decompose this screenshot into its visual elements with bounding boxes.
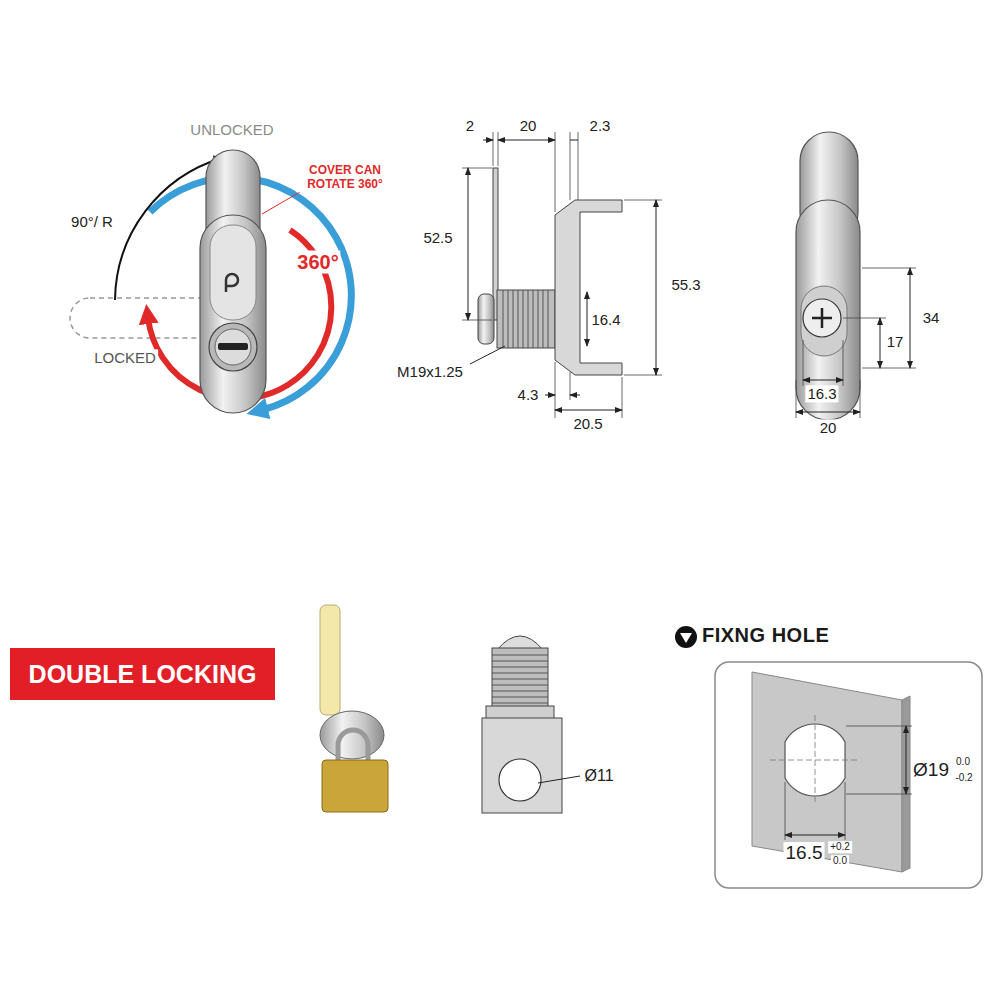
tolerance-value: +0.2 (828, 841, 852, 853)
node-heading: FIXNG HOLE (702, 624, 829, 647)
extension-lines (624, 200, 662, 375)
dimension-line (803, 380, 843, 381)
dimension-line (570, 395, 580, 396)
extension-lines (843, 268, 916, 368)
thread-label: M19x1.25 (395, 363, 465, 380)
extension-lines (462, 168, 492, 320)
lock-cover (200, 215, 266, 413)
dimension-value: 16.3 (805, 385, 838, 402)
title-band: DOUBLE LOCKING (10, 648, 275, 700)
dimension-value: 55.3 (669, 276, 702, 293)
dimension-value: 4.3 (516, 386, 541, 403)
keyway (218, 343, 248, 350)
dimension-value: 2.3 (588, 117, 613, 134)
leader-line (470, 346, 505, 364)
extension-lines (796, 340, 860, 418)
dimension-value: Ø11 (582, 767, 615, 785)
dimension-line (483, 140, 493, 141)
cover-recess (801, 286, 847, 356)
angle-label: 90°/ R (69, 213, 115, 230)
dimension-value: 2 (464, 117, 476, 134)
cam-strip (320, 605, 340, 715)
dimension-line (587, 292, 588, 346)
node-heading: DOUBLE LOCKING (29, 660, 257, 689)
cylinder-face (215, 329, 251, 365)
dimension-line (910, 268, 911, 368)
padlock-hole (499, 759, 541, 801)
dimension-value: 34 (921, 309, 942, 326)
lock-cover (796, 200, 860, 420)
tolerance-value: 0.0 (831, 855, 849, 867)
thread-lines (503, 290, 548, 348)
extension-lines (785, 726, 912, 840)
panel-border (715, 662, 982, 888)
dimension-line (545, 395, 555, 396)
dimension-line (555, 410, 622, 411)
dimension-line (468, 168, 469, 320)
dimension-value: 52.5 (421, 229, 454, 246)
dimension-value: 20 (518, 117, 539, 134)
dimension-value: 20.5 (571, 415, 604, 432)
angle-label: 360° (295, 251, 340, 274)
threaded-body (497, 290, 555, 348)
dimension-line (785, 835, 845, 836)
screw-head (803, 299, 841, 337)
padlock-block (482, 718, 562, 813)
dimension-value: 20 (818, 419, 839, 436)
heading-icon-triangle (680, 633, 692, 643)
dimension-line (498, 140, 555, 141)
lock-head (320, 711, 384, 759)
extension-lines (555, 362, 622, 418)
threaded-body (492, 648, 548, 710)
view-label: UNLOCKED (188, 121, 275, 138)
heading-icon (675, 626, 697, 648)
cover-profile (555, 200, 622, 375)
thread-lines (492, 655, 548, 703)
dimension-value: Ø19 (911, 759, 951, 781)
dimension-line (570, 140, 578, 141)
tolerance-value: 0.0 (954, 756, 972, 768)
extension-lines (493, 132, 578, 212)
plate-edge (902, 696, 910, 872)
leader-line (262, 192, 300, 214)
callout-note: COVER CAN ROTATE 360° (296, 164, 394, 192)
dimension-value: 16.4 (589, 311, 622, 328)
dimension-line (880, 318, 881, 368)
cylinder-head (478, 294, 494, 344)
padlock-body (322, 760, 388, 812)
dimension-line (796, 412, 860, 413)
leader-line (538, 776, 580, 783)
center-lines (770, 715, 860, 805)
tolerance-value: -0.2 (953, 772, 974, 784)
dimension-value: 16.5 (784, 842, 825, 864)
panel-plate (752, 672, 902, 872)
dimension-line (906, 726, 907, 794)
padlock-icon (226, 274, 238, 292)
key-cylinder (209, 323, 257, 371)
cover-recess (210, 225, 256, 320)
dimension-line (656, 200, 657, 375)
screw-cross (812, 308, 832, 328)
dimension-value: 17 (885, 333, 906, 350)
view-label: LOCKED (92, 349, 158, 366)
